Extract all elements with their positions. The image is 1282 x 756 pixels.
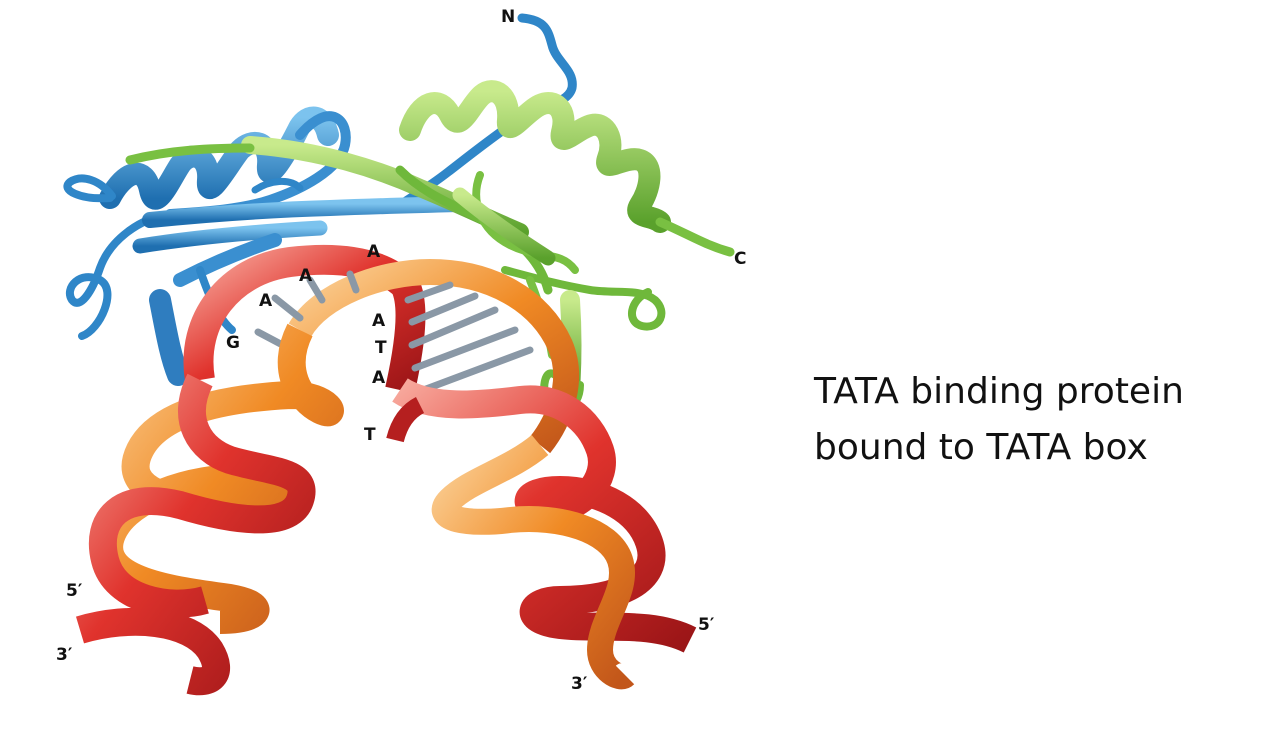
c-terminus-label: C xyxy=(734,249,746,269)
right-5-prime-label: 5′ xyxy=(698,615,715,635)
dna-strand-red-left xyxy=(75,373,316,696)
caption-line-1: TATA binding protein xyxy=(814,371,1184,412)
left-3-prime-label: 3′ xyxy=(56,645,73,665)
dna-strand-red-right xyxy=(392,377,697,653)
dna-double-helix xyxy=(75,244,697,696)
base-label-a: A xyxy=(299,266,313,286)
base-label-a: A xyxy=(367,242,381,262)
right-3-prime-label: 3′ xyxy=(571,674,588,694)
caption-line-2: bound to TATA box xyxy=(814,427,1148,468)
base-label-a: A xyxy=(259,291,273,311)
left-5-prime-label: 5′ xyxy=(66,581,83,601)
base-label-a: A xyxy=(372,311,386,331)
green-helix-top xyxy=(399,80,671,233)
base-label-t: T xyxy=(375,338,387,358)
base-label-g: G xyxy=(226,333,240,353)
base-label-a: A xyxy=(372,368,386,388)
n-terminus-label: N xyxy=(501,7,515,27)
caption: TATA binding protein bound to TATA box xyxy=(814,364,1254,476)
base-label-t: T xyxy=(364,425,376,445)
